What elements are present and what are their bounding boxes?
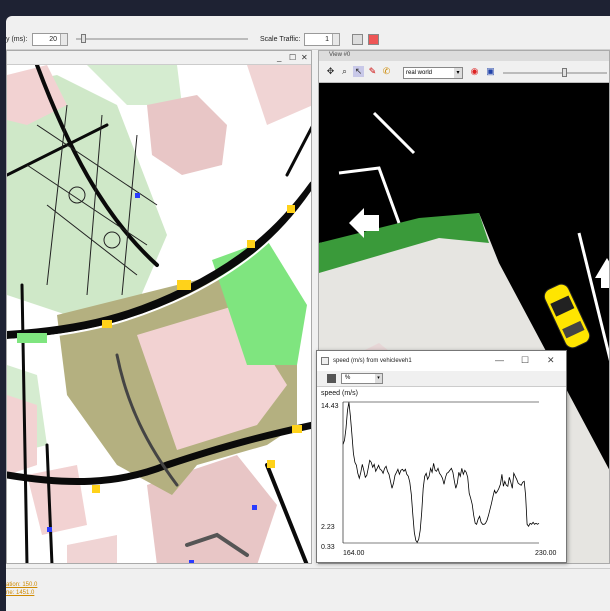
chat-icon[interactable]: ✆ — [382, 66, 391, 76]
close-button[interactable]: ✕ — [547, 355, 555, 365]
chart-ylabel: speed (m/s) — [321, 390, 358, 397]
y-tick-label: 2.23 — [321, 524, 335, 531]
network-map[interactable] — [7, 65, 312, 564]
locate-icon[interactable]: ✎ — [368, 66, 377, 76]
spin-arrows-icon[interactable] — [60, 34, 67, 45]
y-tick-label: 0.33 — [321, 544, 335, 551]
close-button[interactable]: ✕ — [301, 53, 308, 62]
save-icon[interactable] — [327, 374, 336, 383]
view-header: _ ☐ ✕ — [7, 51, 311, 65]
window-icon[interactable] — [352, 34, 363, 45]
chevron-down-icon[interactable]: ▾ — [375, 374, 382, 383]
color-scheme-value: real world — [406, 70, 433, 76]
speed-chart: speed (m/s) 14.43 2.23 0.33 164.00 230.0… — [321, 390, 557, 557]
green-roof — [212, 240, 307, 365]
delay-slider[interactable] — [76, 34, 248, 43]
building — [7, 65, 67, 125]
x-tick-label: 230.00 — [535, 550, 557, 557]
delay-spinbox[interactable]: 20 — [32, 33, 68, 46]
speed-series-line — [342, 402, 540, 544]
maximize-button[interactable]: ☐ — [521, 355, 530, 365]
chevron-down-icon[interactable]: ▾ — [454, 68, 462, 78]
x-tick-label: 164.00 — [343, 550, 365, 557]
minimize-button[interactable]: _ — [277, 53, 282, 62]
recenter-icon[interactable]: ✥ — [326, 66, 335, 76]
zoom-slider-thumb[interactable] — [562, 68, 568, 77]
delay-slider-thumb[interactable] — [81, 34, 86, 43]
y-tick-label: 14.43 — [321, 403, 339, 410]
color-scheme-select[interactable]: real world ▾ — [403, 67, 463, 79]
park-area — [87, 65, 182, 105]
graph-toolbar: % ▾ — [317, 371, 566, 387]
view-title: View #0 — [319, 51, 609, 61]
status-bar: ation: 150.0 ne: 1451.0 — [6, 568, 610, 611]
lane-arrow-icon — [349, 208, 379, 238]
status-line-2: ne: 1451.0 — [6, 590, 35, 596]
graph-mode-value: % — [345, 375, 351, 381]
delay-value: 20 — [49, 36, 57, 43]
building — [7, 395, 37, 475]
lane-arrow-icon — [595, 258, 609, 288]
status-line-1: ation: 150.0 — [6, 582, 38, 588]
graph-mode-select[interactable]: % ▾ — [341, 373, 383, 384]
app-window: y (ms): 20 Scale Traffic: 1 _ ☐ ✕ — [6, 16, 610, 611]
window-icon — [321, 357, 329, 365]
minimize-button[interactable]: — — [495, 355, 504, 365]
graph-window-title: speed (m/s) from vehicleveh1 — [333, 358, 412, 364]
simulation-toolbar: y (ms): 20 Scale Traffic: 1 — [6, 30, 610, 50]
building — [67, 535, 117, 563]
view-toolbar: ✥ ⌕ ↖ ✎ ✆ real world ▾ ◉ ▣ — [319, 61, 609, 83]
zoom-slider[interactable] — [503, 68, 607, 77]
network-view-left[interactable]: _ ☐ ✕ — [6, 50, 312, 564]
close-view-icon[interactable] — [368, 34, 379, 45]
grass-strip — [319, 213, 489, 273]
zoom-icon[interactable]: ⌕ — [341, 66, 348, 76]
select-icon[interactable]: ↖ — [353, 66, 364, 77]
building — [147, 95, 227, 175]
speed-graph-window[interactable]: speed (m/s) from vehicleveh1 — ☐ ✕ % ▾ s… — [316, 350, 567, 563]
graph-titlebar: speed (m/s) from vehicleveh1 — ☐ ✕ — [317, 351, 566, 371]
spin-arrows-icon[interactable] — [332, 34, 339, 45]
park-area — [7, 75, 167, 315]
vehicle — [543, 283, 591, 349]
scale-traffic-spinbox[interactable]: 1 — [304, 33, 340, 46]
color-wheel-icon[interactable]: ◉ — [470, 66, 479, 76]
maximize-button[interactable]: ☐ — [289, 53, 297, 62]
scale-traffic-value: 1 — [325, 36, 329, 43]
building — [247, 65, 311, 125]
scale-traffic-label: Scale Traffic: — [260, 36, 301, 43]
screenshot-icon[interactable]: ▣ — [486, 66, 495, 76]
delay-label: y (ms): — [6, 36, 28, 43]
